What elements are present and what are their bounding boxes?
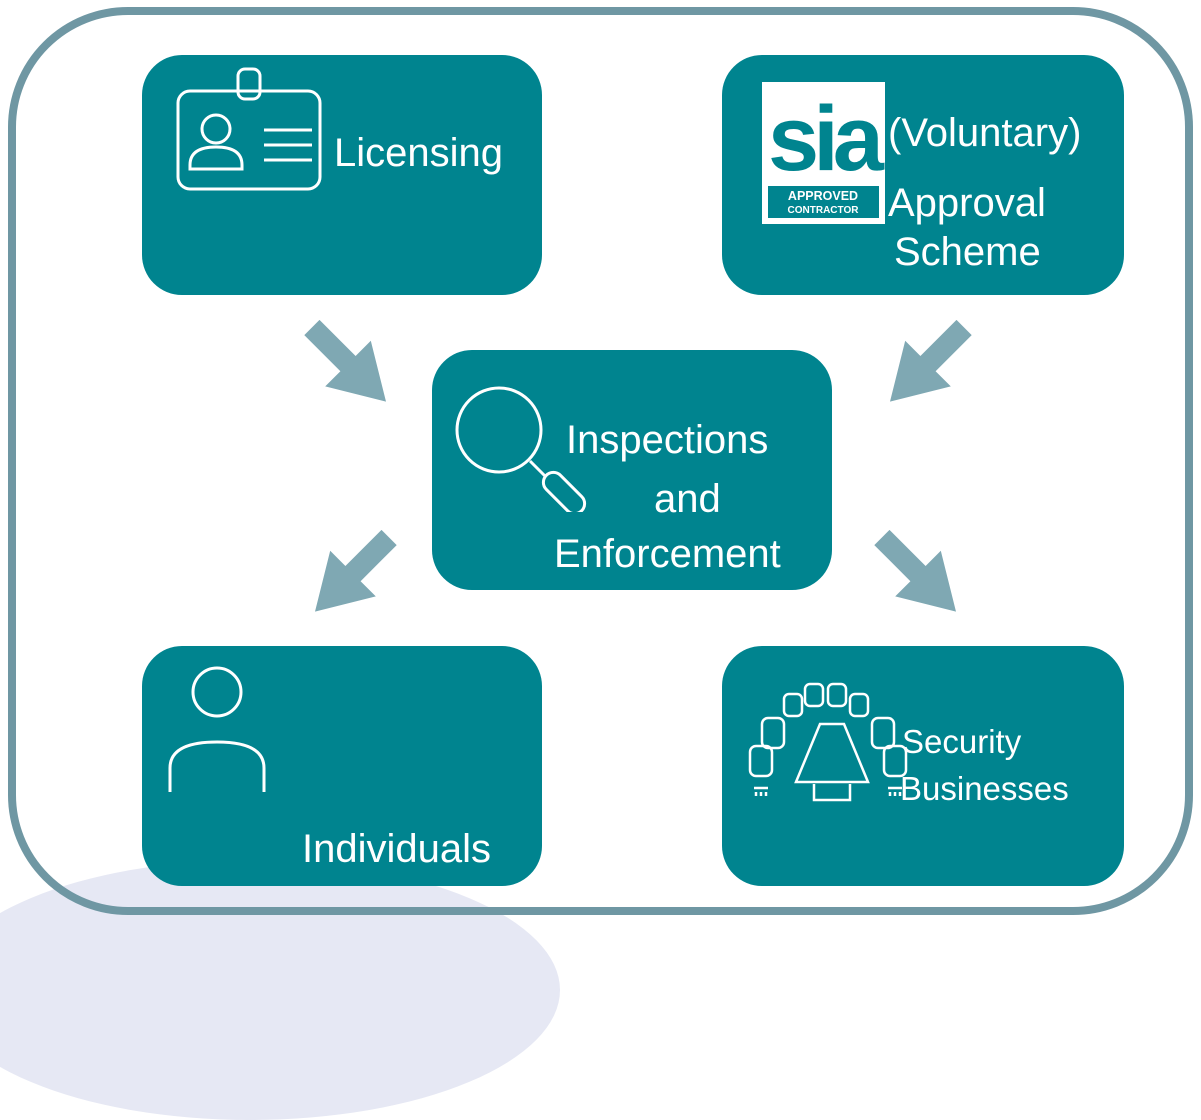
licensing-box: Licensing [142, 55, 542, 295]
inspections-label-line1: Inspections [566, 418, 769, 462]
individuals-label: Individuals [302, 827, 492, 871]
id-badge-icon [176, 67, 322, 191]
approval-label-line1: (Voluntary) [888, 111, 1082, 155]
security-businesses-box: Security Businesses [722, 646, 1124, 886]
licensing-label: Licensing [334, 131, 504, 175]
approval-label-line2: Approval [888, 181, 1046, 225]
sia-wordmark: sia [768, 88, 885, 190]
arrow-licensing-to-inspections [304, 319, 386, 402]
approval-label-line3: Scheme [894, 230, 1041, 274]
arrow-inspections-to-individuals [315, 529, 397, 612]
businesses-label-line1: Security [902, 723, 1022, 760]
businesses-label-line2: Businesses [900, 770, 1069, 807]
inspections-enforcement-box: Inspections and Enforcement [432, 350, 832, 590]
individuals-box: Individuals [142, 646, 542, 886]
sia-approved-contractor-logo: sia APPROVED CONTRACTOR [762, 82, 885, 224]
inspections-label-line3: Enforcement [554, 532, 781, 576]
approval-scheme-box: sia APPROVED CONTRACTOR (Voluntary) Appr… [722, 55, 1124, 295]
sia-logo-approved: APPROVED [788, 189, 858, 203]
diagram-frame [8, 7, 1193, 915]
sia-logo-contractor: CONTRACTOR [788, 205, 860, 216]
boardroom-table-icon [748, 682, 908, 802]
arrow-inspections-to-businesses [874, 529, 956, 612]
magnifier-icon [455, 386, 587, 512]
person-icon [168, 666, 266, 792]
inspections-label-line2: and [654, 477, 721, 521]
arrow-approval-to-inspections [890, 319, 972, 402]
